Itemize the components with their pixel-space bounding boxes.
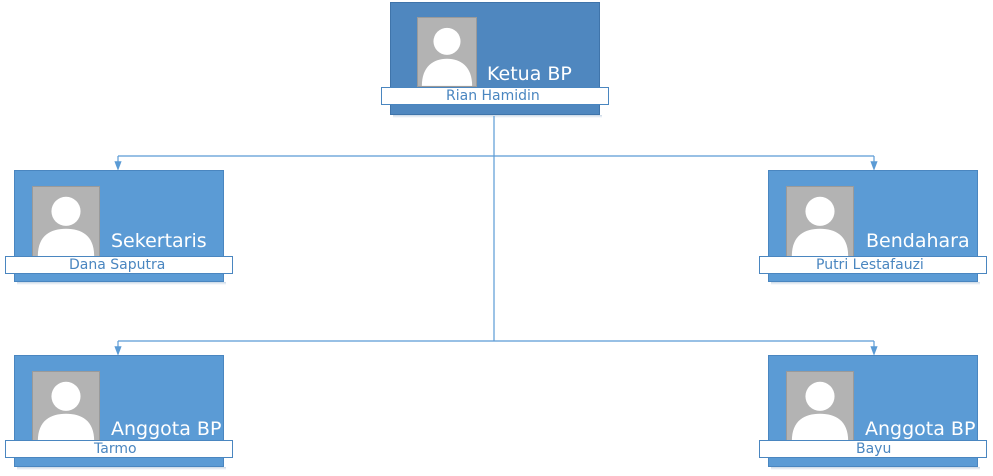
org-node-role: Anggota BP <box>111 418 222 440</box>
person-placeholder-icon <box>32 371 100 442</box>
org-node-name-ribbon: Putri Lestafauzi <box>759 256 987 274</box>
org-node-role: Ketua BP <box>487 63 572 85</box>
person-placeholder-icon <box>417 17 477 87</box>
org-node-name-ribbon: Dana Saputra <box>5 256 233 274</box>
org-node-name-ribbon: Bayu <box>759 440 987 458</box>
person-placeholder-icon <box>786 371 854 442</box>
org-node-name: Bayu <box>856 441 892 457</box>
org-node-name: Rian Hamidin <box>446 88 540 104</box>
org-node-name-ribbon: Rian Hamidin <box>381 87 609 105</box>
org-node-name-ribbon: Tarmo <box>5 440 233 458</box>
org-node-role: Anggota BP <box>865 418 976 440</box>
org-node-name: Dana Saputra <box>69 257 166 273</box>
person-placeholder-icon <box>32 186 100 257</box>
person-placeholder-icon <box>786 186 854 257</box>
org-node-name: Putri Lestafauzi <box>816 257 924 273</box>
org-node-role: Sekertaris <box>111 230 207 252</box>
org-node-role: Bendahara <box>866 230 970 252</box>
org-node-name: Tarmo <box>94 441 137 457</box>
